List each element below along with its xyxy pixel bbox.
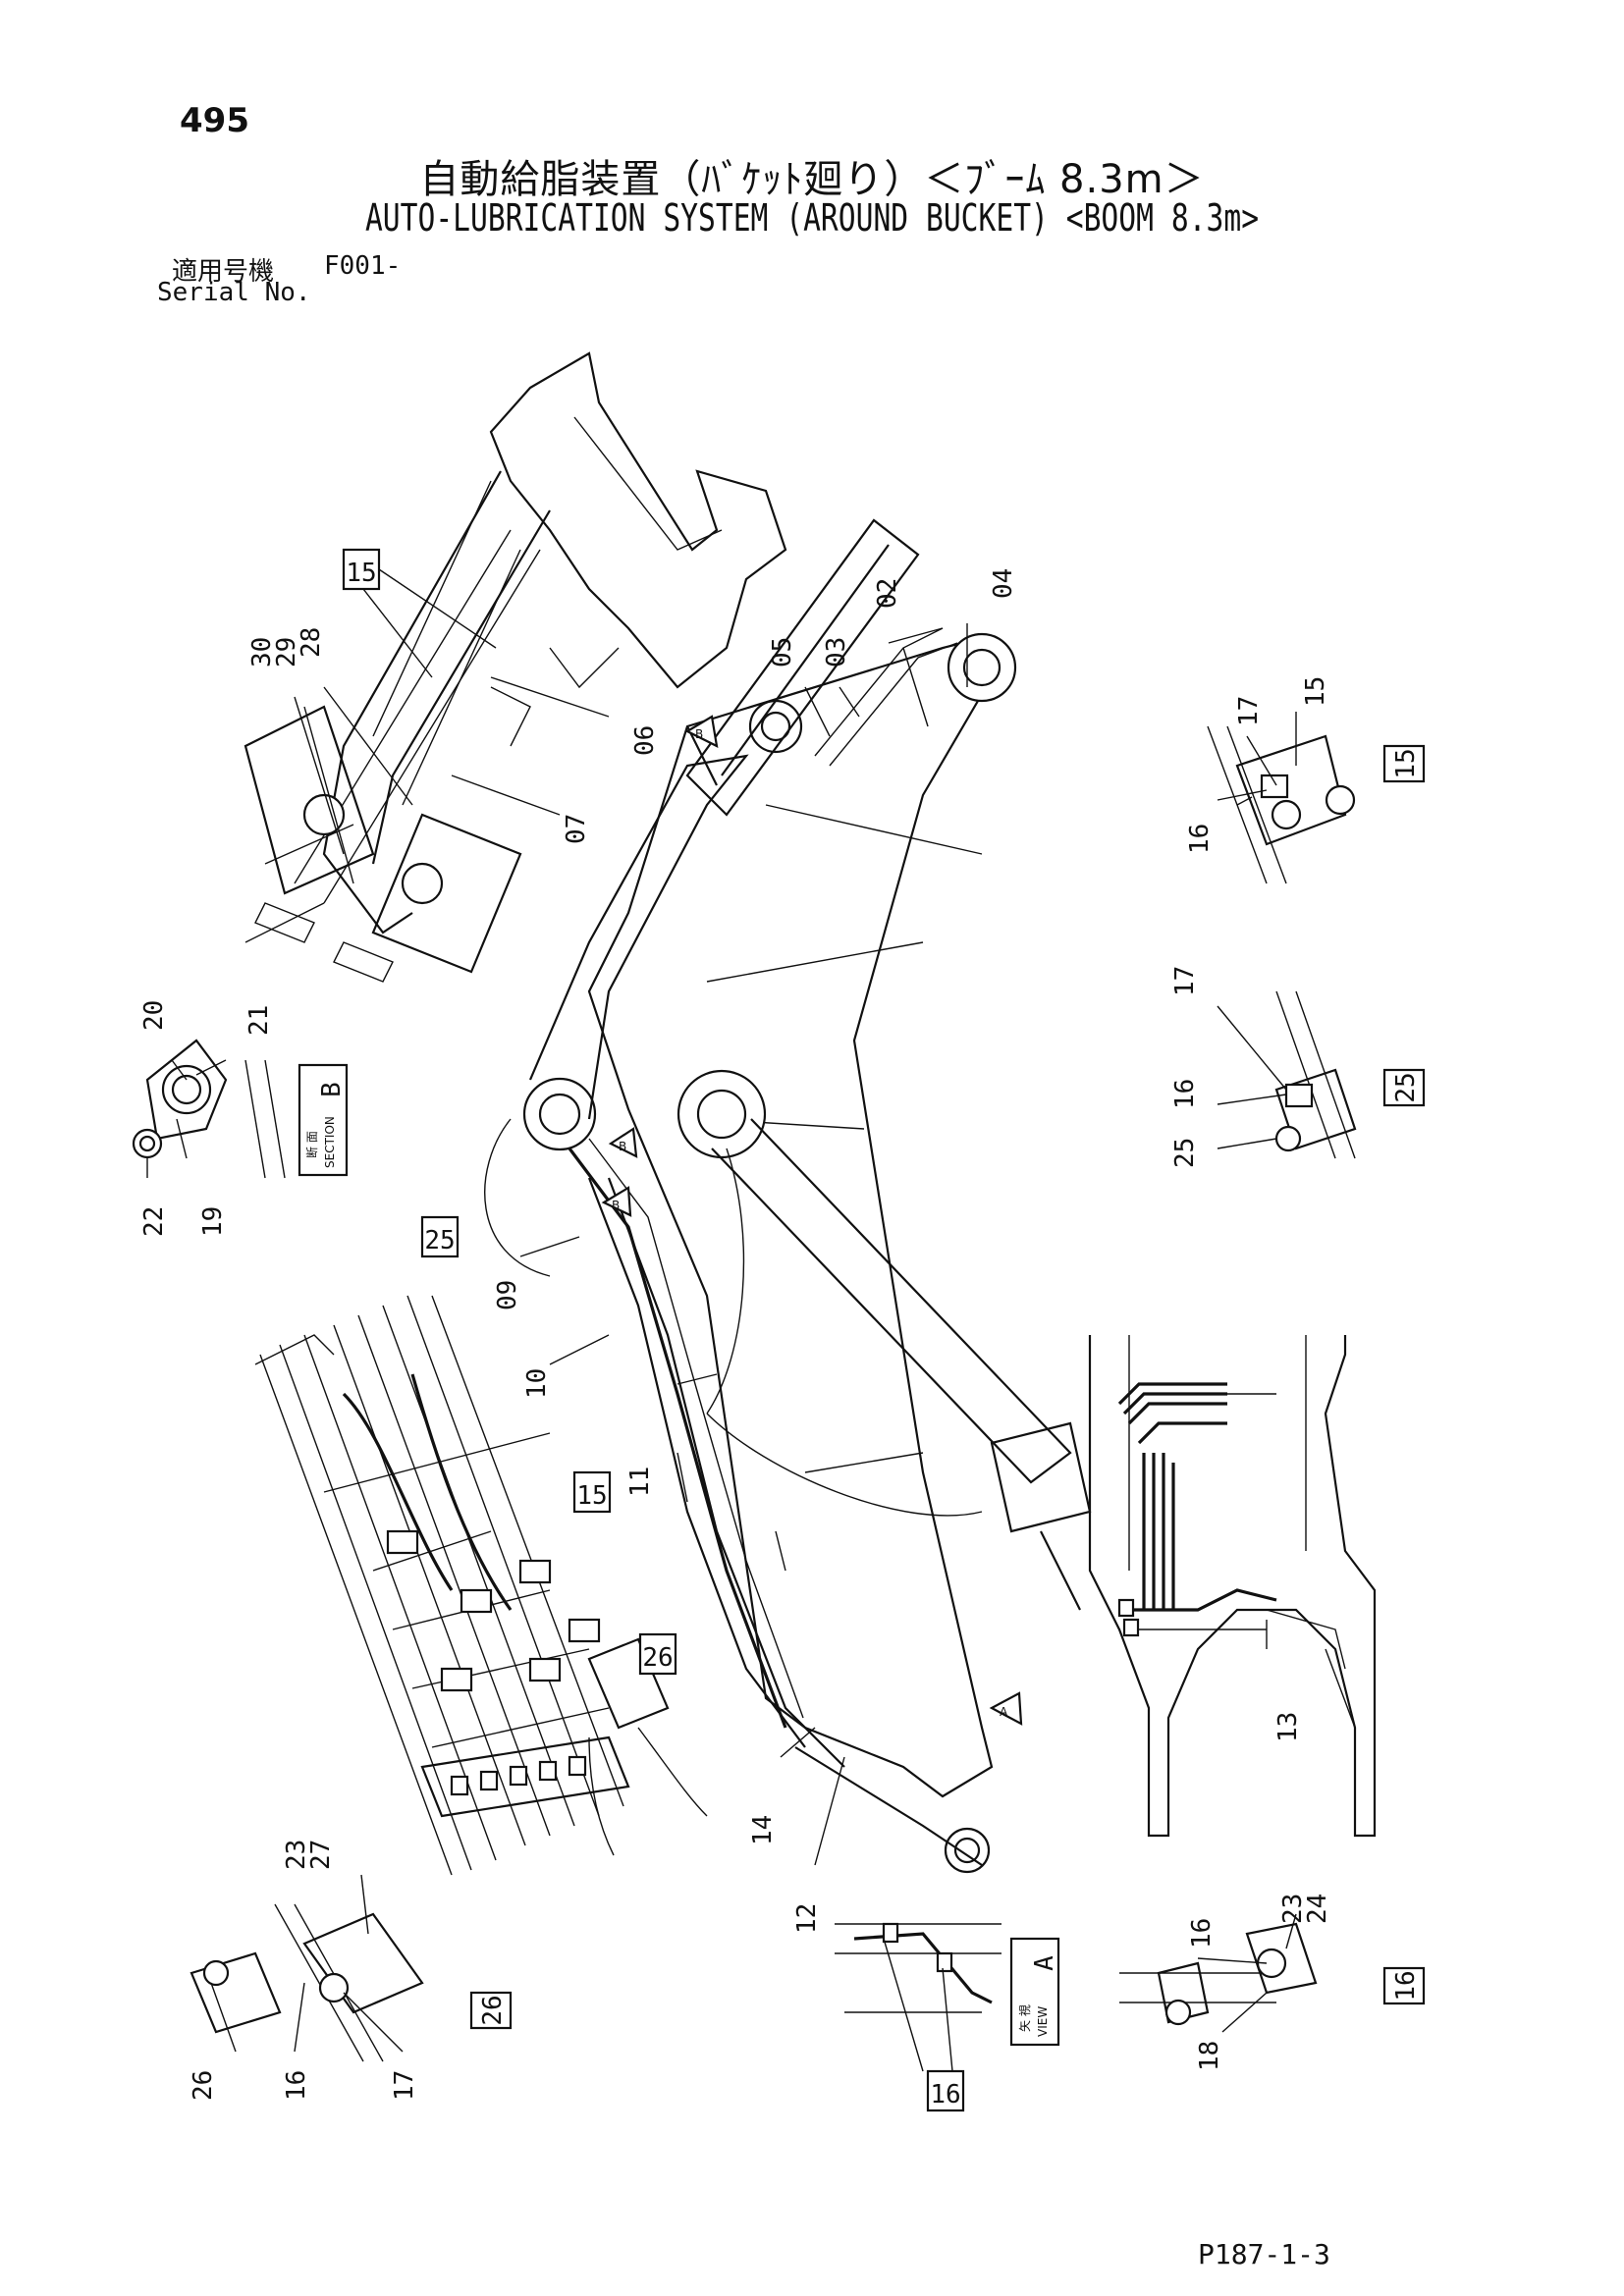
callout-02: 02 [873, 578, 902, 609]
svg-text:B: B [612, 1199, 620, 1212]
detail-16-view [1119, 1922, 1318, 2026]
callout-17: 17 [390, 2070, 419, 2101]
callout-numbers: 30 29 28 02 03 04 05 06 07 17 15 16 20 2… [139, 568, 1332, 2101]
detail-bottom-right [1088, 1335, 1377, 1838]
arrow-marker-a: A [989, 1691, 1023, 1726]
detail-box-25-right: 25 [1382, 1068, 1426, 1107]
callout-10: 10 [522, 1368, 552, 1399]
callout-16: 16 [1185, 824, 1215, 854]
callout-04: 04 [989, 568, 1018, 599]
page-reference: P187-1-3 [1198, 2238, 1330, 2270]
callout-05: 05 [768, 637, 797, 667]
svg-text:断 面: 断 面 [304, 1131, 319, 1158]
svg-text:矢 視: 矢 視 [1017, 2004, 1032, 2032]
detail-box-16-right: 16 [1382, 1966, 1426, 2005]
page-number: 495 [180, 101, 249, 140]
svg-text:15: 15 [346, 559, 376, 588]
title-english: AUTO-LUBRICATION SYSTEM (AROUND BUCKET) … [364, 196, 1260, 240]
detail-box-15-right: 15 [1382, 744, 1426, 783]
callout-23: 23 [1278, 1894, 1308, 1924]
serial-value: F001- [324, 251, 402, 281]
detail-box-25-left: 25 [420, 1215, 460, 1258]
callout-15: 15 [1301, 676, 1330, 707]
svg-text:26: 26 [478, 1995, 508, 2025]
detail-25-right [1274, 990, 1357, 1159]
detail-15-right [1207, 725, 1356, 884]
serial-label-japanese: 適用号機 [172, 257, 275, 287]
detail-box-15-top: 15 [342, 548, 381, 591]
callout-30: 30 [247, 637, 277, 667]
callout-25: 25 [1170, 1138, 1200, 1168]
callout-leaders [146, 568, 1297, 2072]
detail-box-26-bottom: 26 [469, 1991, 513, 2030]
callout-14: 14 [748, 1815, 778, 1845]
svg-text:A: A [1030, 1955, 1059, 1971]
boom-structure [484, 518, 1092, 1874]
section-b-label: 断 面 SECTION B [298, 1063, 349, 1177]
arrow-marker-b-mid1: B [608, 1127, 638, 1158]
arrow-marker-b-mid2: B [601, 1186, 632, 1217]
callout-24: 24 [1303, 1894, 1332, 1924]
svg-text:SECTION: SECTION [323, 1116, 337, 1168]
callout-21: 21 [244, 1005, 274, 1036]
callout-23: 23 [282, 1840, 311, 1870]
svg-text:15: 15 [576, 1481, 607, 1511]
callout-22: 22 [139, 1206, 169, 1237]
svg-text:B: B [695, 727, 703, 741]
svg-text:25: 25 [1391, 1072, 1421, 1102]
svg-text:15: 15 [1391, 748, 1421, 778]
svg-text:16: 16 [930, 2080, 960, 2109]
svg-text:B: B [619, 1140, 626, 1153]
arrow-marker-b-top: B [684, 715, 719, 748]
callout-27: 27 [306, 1840, 336, 1870]
svg-text:VIEW: VIEW [1036, 2006, 1050, 2037]
detail-box-16-bottom: 16 [926, 2069, 965, 2112]
serial-label-english: Serial No. [157, 278, 311, 307]
detail-bottom-left [254, 1295, 708, 1876]
callout-18: 18 [1195, 2041, 1224, 2071]
section-b-view [132, 1039, 286, 1179]
svg-text:25: 25 [424, 1226, 455, 1255]
title-japanese: 自動給脂装置（ﾊﾞｹｯﾄ廻り）＜ﾌﾞｰﾑ 8.3m＞ [419, 157, 1205, 202]
callout-03: 03 [822, 637, 851, 667]
callout-07: 07 [562, 814, 591, 844]
callout-12: 12 [792, 1903, 822, 1934]
callout-17: 17 [1170, 966, 1200, 996]
callout-16: 16 [1187, 1918, 1217, 1949]
callout-20: 20 [139, 1000, 169, 1031]
callout-16: 16 [1170, 1079, 1200, 1109]
callout-28: 28 [297, 627, 326, 658]
callout-17: 17 [1234, 696, 1264, 726]
callout-26: 26 [189, 2070, 218, 2101]
view-a [835, 1922, 1001, 2013]
callout-16: 16 [282, 2070, 311, 2101]
detail-box-26-mid: 26 [638, 1632, 677, 1676]
svg-text:B: B [317, 1082, 347, 1097]
svg-text:26: 26 [642, 1643, 673, 1673]
callout-29: 29 [272, 637, 301, 667]
view-a-label: 矢 視 VIEW A [1009, 1937, 1060, 2047]
svg-text:A: A [1000, 1705, 1008, 1719]
callout-11: 11 [625, 1467, 655, 1497]
svg-text:16: 16 [1391, 1970, 1421, 2001]
detail-26-view [189, 1903, 424, 2062]
detail-top-left [244, 351, 787, 983]
callout-09: 09 [493, 1280, 522, 1310]
callout-13: 13 [1273, 1712, 1303, 1742]
callout-19: 19 [198, 1206, 228, 1237]
callout-06: 06 [630, 725, 660, 756]
detail-box-15-mid: 15 [572, 1470, 612, 1514]
